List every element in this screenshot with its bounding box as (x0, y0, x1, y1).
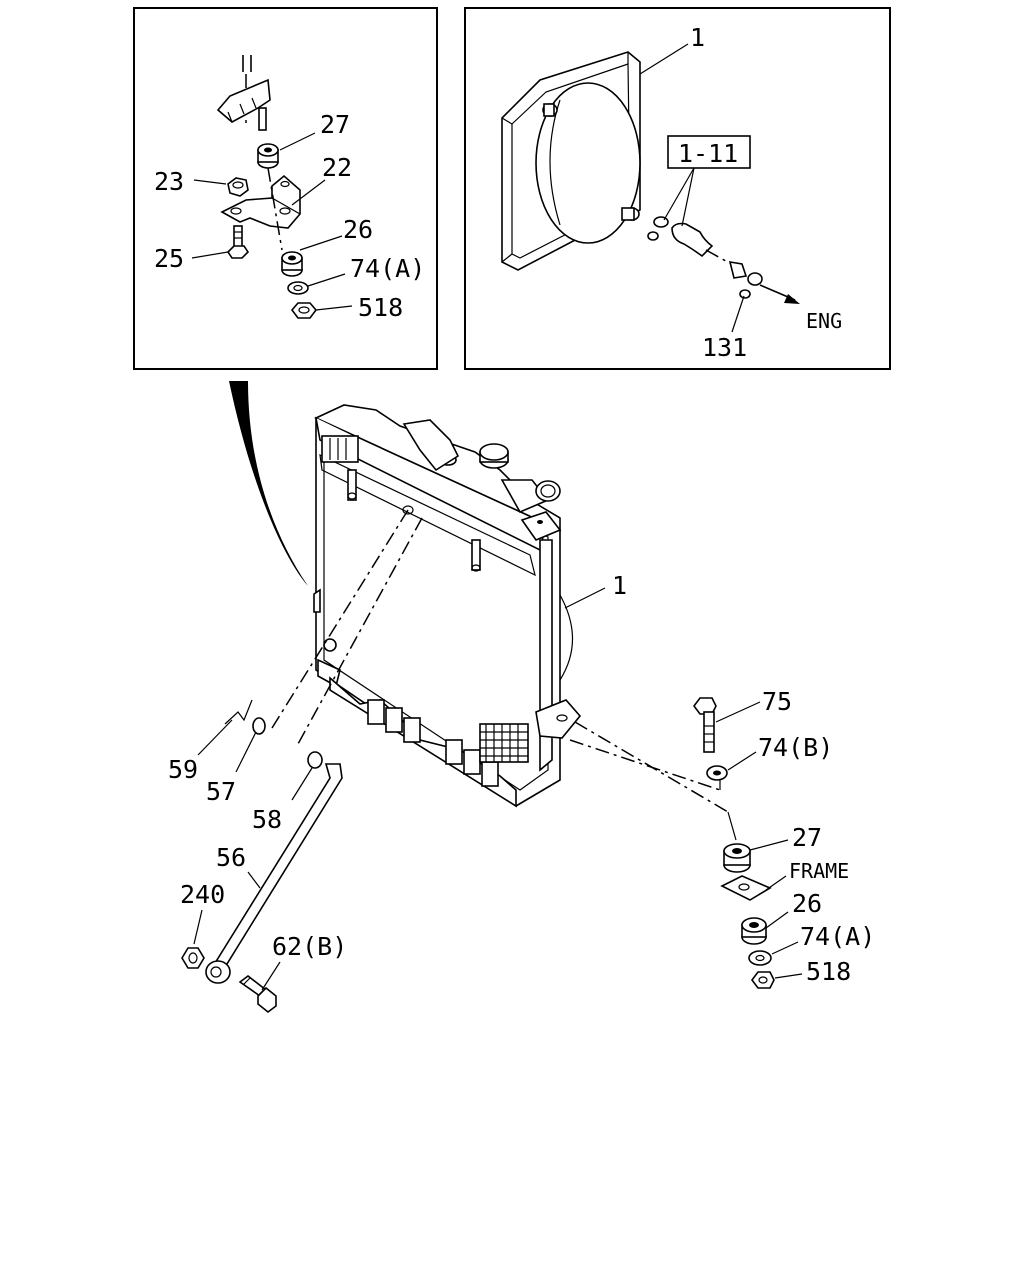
callout-74a-main: 74(A) (800, 922, 875, 951)
nut-23-part (227, 177, 249, 197)
callout-57: 57 (206, 777, 236, 806)
callout-518: 518 (358, 293, 403, 322)
cushion-26-main-part (741, 917, 767, 945)
bolt-62b-part (238, 974, 277, 1014)
label-frame: FRAME (789, 859, 849, 883)
callout-23: 23 (154, 167, 184, 196)
stay-rod-assembly (181, 505, 423, 1014)
callout-56: 56 (216, 843, 246, 872)
callout-25: 25 (154, 244, 184, 273)
callout-1-11: 1-11 (678, 139, 738, 168)
bracket-22-part (220, 174, 301, 229)
bolt-25-part (226, 225, 250, 259)
cushion-27-main-part (723, 843, 751, 873)
washer-74a-part (287, 281, 309, 295)
washer-57-part (252, 717, 266, 735)
inset-right-panel: 1-11 1 ENG 131 (464, 7, 891, 370)
callout-62b: 62(B) (272, 932, 347, 961)
callout-27: 27 (320, 110, 350, 139)
cushion-27-part (257, 143, 279, 169)
callout-240: 240 (180, 880, 225, 909)
radiator-part (313, 404, 582, 808)
nut-518-part (290, 302, 318, 319)
callout-518-main: 518 (806, 957, 851, 986)
cushion-26-part (281, 251, 303, 277)
callout-22: 22 (322, 153, 352, 182)
bottom-fins (367, 699, 499, 787)
right-mount-assembly (569, 697, 775, 989)
bolt-75-part (693, 697, 717, 753)
callout-27-main: 27 (792, 823, 822, 852)
washer-58-part (307, 751, 323, 769)
callout-131: 131 (702, 333, 747, 362)
callout-1-shroud: 1 (690, 23, 705, 52)
hose-part (647, 216, 763, 299)
fan-shroud-part (501, 51, 641, 271)
callout-58: 58 (252, 805, 282, 834)
callout-box-1-11 (667, 135, 751, 169)
nut-240-part (181, 947, 205, 969)
callout-59: 59 (168, 755, 198, 784)
callout-74a: 74(A) (350, 254, 425, 283)
frame-plate-part (720, 875, 772, 901)
callout-1-radiator: 1 (612, 571, 627, 600)
callout-26: 26 (343, 215, 373, 244)
inset-left-panel: 27 22 23 26 25 74(A) 518 (133, 7, 438, 370)
callout-74b: 74(B) (758, 733, 833, 762)
pin-59-part (224, 699, 253, 725)
label-eng: ENG (806, 309, 842, 333)
bushing-part (205, 960, 231, 984)
callout-26-main: 26 (792, 889, 822, 918)
nut-518-main-part (751, 971, 775, 989)
callout-swoosh (229, 381, 308, 586)
washer-74a-main-part (748, 950, 772, 966)
drain-grid (479, 723, 529, 763)
frame-bracket-part (216, 55, 271, 131)
callout-75: 75 (762, 687, 792, 716)
